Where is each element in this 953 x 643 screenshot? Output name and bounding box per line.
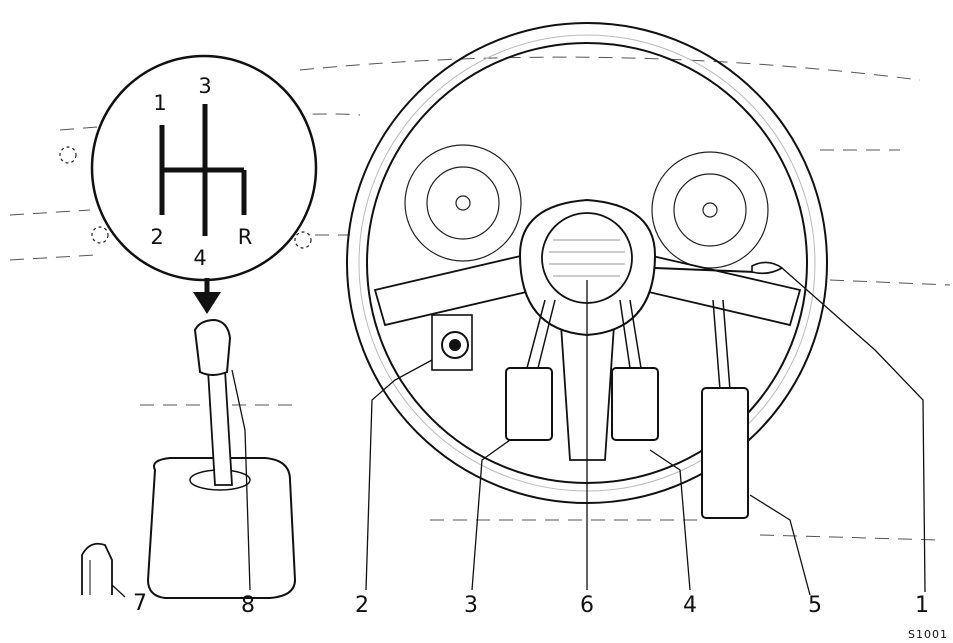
- callout-3: 3: [464, 593, 478, 618]
- clutch-pedal: [505, 367, 553, 441]
- shift-gate-lines: [159, 104, 247, 236]
- callout-8: 8: [241, 593, 255, 618]
- gear-pattern-inset: 1 2 3 4 R: [90, 54, 318, 282]
- leader-lines: [111, 267, 926, 598]
- handbrake-handle: [81, 542, 113, 595]
- gauge-left: [404, 144, 522, 262]
- gear-lever: [146, 318, 297, 599]
- ignition-switch: [431, 314, 473, 371]
- gauge-right: [651, 151, 769, 269]
- callout-7: 7: [133, 591, 147, 616]
- brake-pedal: [611, 367, 659, 441]
- gear-label-1: 1: [153, 91, 166, 115]
- callout-6: 6: [580, 593, 594, 618]
- gear-label-2: 2: [150, 225, 163, 249]
- pedals: [505, 299, 749, 519]
- gear-label-3: 3: [198, 74, 211, 98]
- callout-4: 4: [683, 593, 697, 618]
- callout-2: 2: [355, 593, 369, 618]
- down-arrow-icon: [193, 278, 221, 314]
- callout-1: 1: [915, 593, 929, 618]
- callout-5: 5: [808, 593, 822, 618]
- callout-labels: 1 2 3 4 5 6 7 8: [133, 591, 929, 618]
- accelerator-pedal: [701, 387, 749, 519]
- figure-code: S1001: [908, 628, 948, 641]
- gear-label-4: 4: [193, 246, 206, 270]
- gear-label-r: R: [238, 225, 253, 249]
